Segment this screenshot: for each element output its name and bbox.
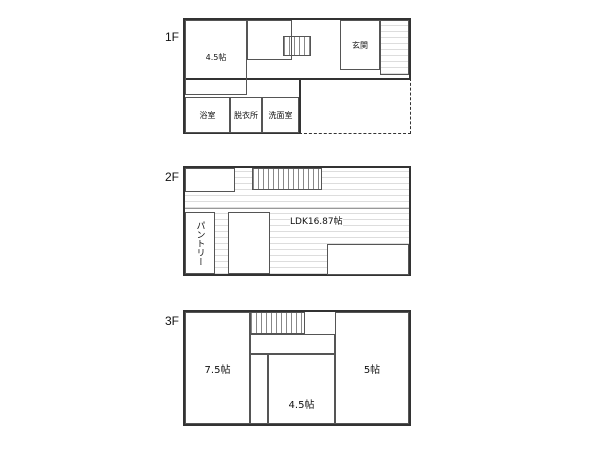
garage-area — [299, 78, 411, 134]
room-label: 5帖 — [363, 364, 381, 376]
closet-3f — [250, 354, 268, 424]
room-3f-5: 5帖 — [335, 312, 409, 424]
room-entrance: 玄関 — [340, 20, 380, 70]
balcony-strip — [185, 192, 409, 209]
room-label: 4.5帖 — [288, 399, 315, 411]
toilet-2f — [185, 168, 235, 192]
floor-label-1f: 1F — [165, 30, 180, 44]
room-bath: 浴室 — [185, 97, 230, 133]
stairs-3f — [250, 312, 305, 334]
room-label: 脱衣所 — [234, 110, 258, 120]
room-pantry: パントリー — [185, 212, 215, 274]
shoe-storage — [380, 20, 409, 75]
stairs-1f — [283, 36, 311, 56]
room-ldk-label: LDK16.87帖 — [290, 214, 343, 227]
stairs-2f — [252, 168, 322, 190]
3f-outline — [183, 310, 411, 426]
room-1f-45: 4.5帖 — [185, 20, 247, 95]
hallway-3f — [250, 334, 335, 354]
kitchen — [228, 212, 270, 274]
room-washroom: 洗面室 — [262, 97, 299, 133]
room-3f-45: 4.5帖 — [268, 354, 335, 424]
1f-lower-outline — [183, 78, 301, 134]
floor-label-3f: 3F — [165, 314, 180, 328]
room-label: 4.5帖 — [205, 53, 227, 62]
storage-2f — [327, 244, 409, 275]
room-3f-75: 7.5帖 — [185, 312, 250, 424]
room-label: 浴室 — [199, 110, 216, 120]
room-label: 7.5帖 — [204, 364, 231, 376]
floor-label-2f: 2F — [165, 170, 180, 184]
room-label: 玄関 — [352, 40, 368, 50]
room-label: 洗面室 — [268, 110, 293, 120]
room-dressing: 脱衣所 — [230, 97, 262, 133]
room-label: パントリー — [194, 220, 205, 266]
